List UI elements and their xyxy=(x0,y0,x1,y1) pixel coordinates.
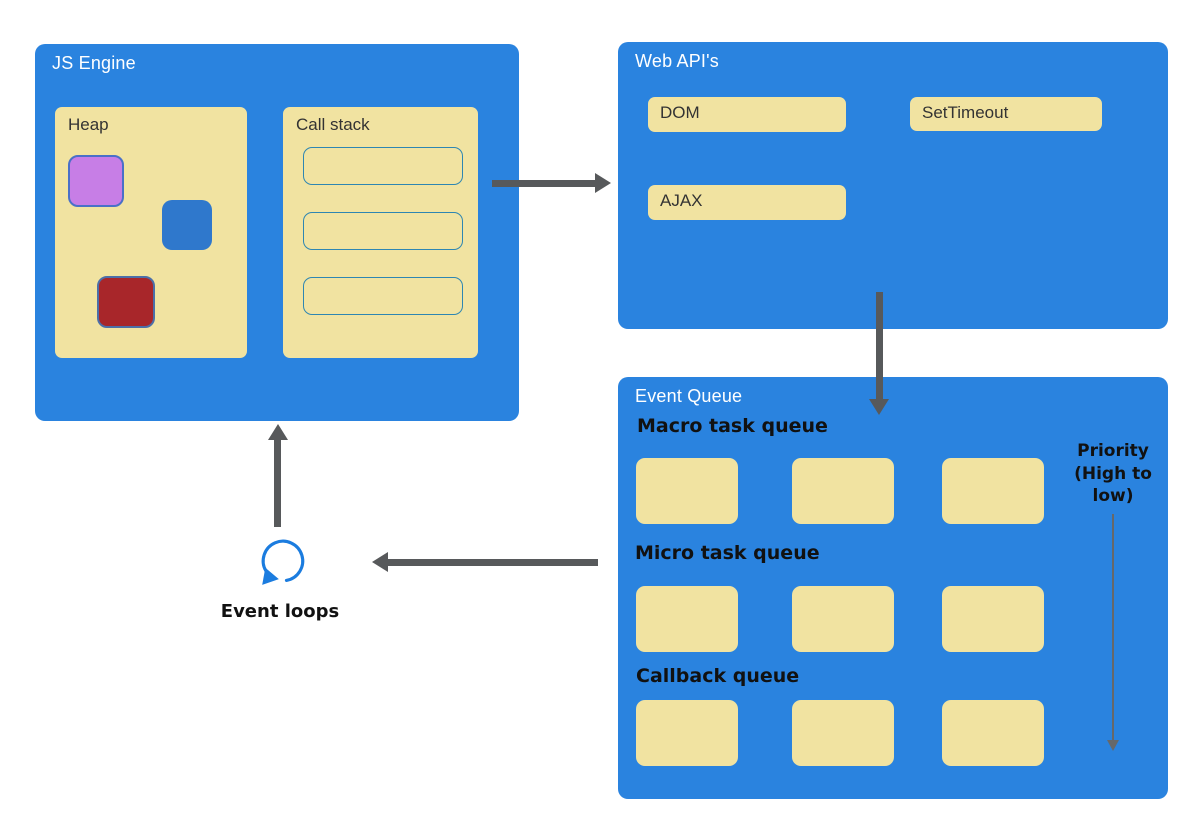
arrow-js-to-webapi-shaft xyxy=(492,180,596,187)
web-api-item-label: AJAX xyxy=(660,191,703,210)
arrow-webapi-to-queue-head-icon xyxy=(869,399,889,415)
callback-queue-slot xyxy=(942,700,1044,766)
heap-object-blue xyxy=(162,200,212,250)
micro-queue-slot xyxy=(636,586,738,652)
web-api-item-ajax: AJAX xyxy=(648,185,846,220)
web-api-item-dom: DOM xyxy=(648,97,846,132)
web-api-item-label: SetTimeout xyxy=(922,103,1009,122)
event-queue-title: Event Queue xyxy=(635,386,743,406)
micro-task-queue-label: Micro task queue xyxy=(635,542,820,564)
web-apis-panel: Web API's DOM SetTimeout AJAX xyxy=(618,42,1168,329)
arrow-queue-to-loop-shaft xyxy=(387,559,598,566)
priority-label: Priority (High to low) xyxy=(1074,441,1152,507)
priority-arrow-shaft xyxy=(1112,514,1114,741)
event-queue-panel: Event Queue Macro task queue Micro task … xyxy=(618,377,1168,799)
js-engine-panel: JS Engine Heap Call stack xyxy=(35,44,519,421)
event-loop-label: Event loops xyxy=(220,601,340,622)
macro-queue-slot xyxy=(942,458,1044,524)
micro-queue-slot xyxy=(792,586,894,652)
macro-queue-slot xyxy=(792,458,894,524)
micro-queue-slot xyxy=(942,586,1044,652)
js-engine-title: JS Engine xyxy=(52,53,136,73)
arrow-loop-to-js-head-icon xyxy=(268,424,288,440)
web-apis-title: Web API's xyxy=(635,51,719,71)
arrow-queue-to-loop-head-icon xyxy=(372,552,388,572)
macro-queue-slot xyxy=(636,458,738,524)
callback-queue-slot xyxy=(636,700,738,766)
call-stack-title: Call stack xyxy=(296,115,370,134)
heap-object-purple xyxy=(68,155,124,207)
priority-arrow-head-icon xyxy=(1107,740,1119,751)
heap-title: Heap xyxy=(68,115,109,134)
callback-queue-slot xyxy=(792,700,894,766)
arrow-webapi-to-queue-shaft xyxy=(876,292,883,400)
web-api-item-label: DOM xyxy=(660,103,700,122)
call-stack-slot xyxy=(303,147,463,185)
call-stack-box: Call stack xyxy=(283,107,478,358)
callback-queue-label: Callback queue xyxy=(636,665,800,687)
heap-object-red xyxy=(97,276,155,328)
call-stack-slot xyxy=(303,277,463,315)
macro-task-queue-label: Macro task queue xyxy=(637,415,828,437)
arrow-loop-to-js-shaft xyxy=(274,439,281,527)
event-loop-icon xyxy=(258,536,308,588)
web-api-item-settimeout: SetTimeout xyxy=(910,97,1102,131)
heap-box: Heap xyxy=(55,107,247,358)
arrow-js-to-webapi-head-icon xyxy=(595,173,611,193)
call-stack-slot xyxy=(303,212,463,250)
